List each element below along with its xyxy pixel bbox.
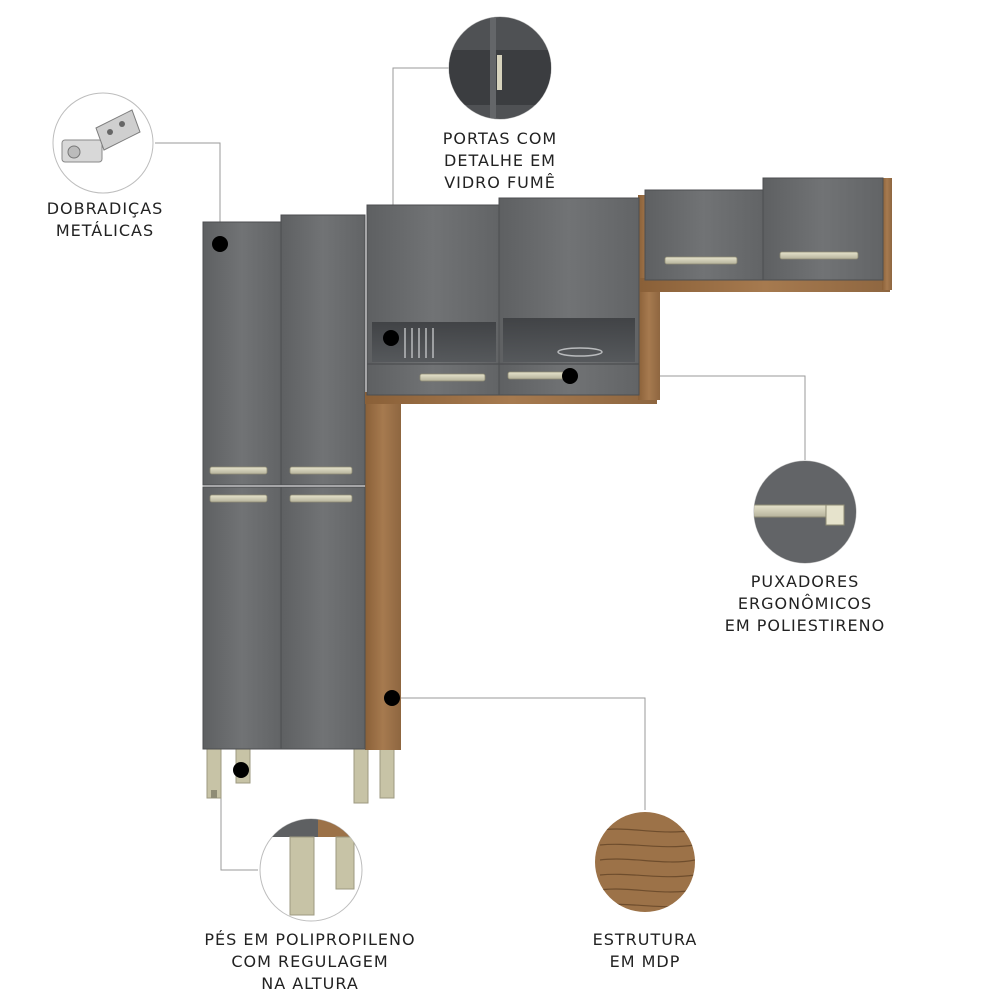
tall-cabinet xyxy=(202,214,401,804)
door-callout-dot xyxy=(383,330,399,346)
smoked-glass-door-icon xyxy=(449,17,551,119)
foot-callout-dot xyxy=(233,762,249,778)
structure-label-line-2: EM MDP xyxy=(609,952,681,971)
dishes-behind-glass xyxy=(404,328,603,358)
upper-cabinet-side xyxy=(882,178,892,290)
hinge-detail xyxy=(52,92,154,194)
wall-door-left xyxy=(366,204,500,396)
feet-label-line-1: PÉS EM POLIPROPILENO xyxy=(204,930,416,949)
structure-label-line-1: ESTRUTURA xyxy=(592,930,698,949)
handle-icon xyxy=(754,461,856,563)
pantry-door-bottom-left xyxy=(202,486,282,750)
pantry-door-bottom-right xyxy=(280,486,366,750)
pantry-handles xyxy=(209,466,353,503)
doors-label-line-3: VIDRO FUMÊ xyxy=(444,173,556,192)
feet-label: PÉS EM POLIPROPILENO COM REGULAGEM NA AL… xyxy=(180,929,440,995)
foot-callout-line xyxy=(220,770,258,871)
wall-handles xyxy=(419,371,567,382)
doors-label-line-1: PORTAS COM xyxy=(442,129,558,148)
hinges-label-line-2: METÁLICAS xyxy=(55,221,155,240)
hinge-icon xyxy=(61,109,141,163)
structure-callout-line xyxy=(392,697,646,810)
upper-cabinet-base xyxy=(640,278,890,292)
upper-handles xyxy=(664,251,859,265)
hinges-label-line-1: DOBRADIÇAS xyxy=(46,199,164,218)
pantry-door-top-right xyxy=(280,214,366,486)
pantry-door-top-left xyxy=(202,221,282,486)
feet-label-line-2: COM REGULAGEM xyxy=(231,952,389,971)
hinge-callout-line xyxy=(155,142,221,245)
glass-panel-right xyxy=(503,318,635,362)
handles-label: PUXADORES ERGONÔMICOS EM POLIESTIRENO xyxy=(710,571,900,637)
handle-callout-dot xyxy=(562,368,578,384)
doors-label: PORTAS COM DETALHE EM VIDRO FUMÊ xyxy=(420,128,580,194)
wall-door-right xyxy=(498,197,640,396)
structure-label: ESTRUTURA EM MDP xyxy=(570,929,720,973)
handle-detail xyxy=(753,460,857,564)
upper-door-left xyxy=(644,189,764,281)
wood-detail xyxy=(595,812,695,912)
wall-cabinet-glass xyxy=(365,195,660,404)
handles-label-line-3: EM POLIESTIRENO xyxy=(724,616,886,635)
upper-cabinet xyxy=(640,177,892,292)
structure-callout-dot xyxy=(384,690,400,706)
feet-label-line-3: NA ALTURA xyxy=(261,974,359,993)
hinge-callout-dot xyxy=(212,236,228,252)
handles-label-line-2: ERGONÔMICOS xyxy=(737,594,873,613)
upper-door-right xyxy=(762,177,884,281)
door-detail xyxy=(448,16,552,120)
foot-detail xyxy=(259,818,363,922)
doors-label-line-2: DETALHE EM xyxy=(444,151,556,170)
hinges-label: DOBRADIÇAS METÁLICAS xyxy=(20,198,190,242)
handles-label-line-1: PUXADORES xyxy=(750,572,860,591)
